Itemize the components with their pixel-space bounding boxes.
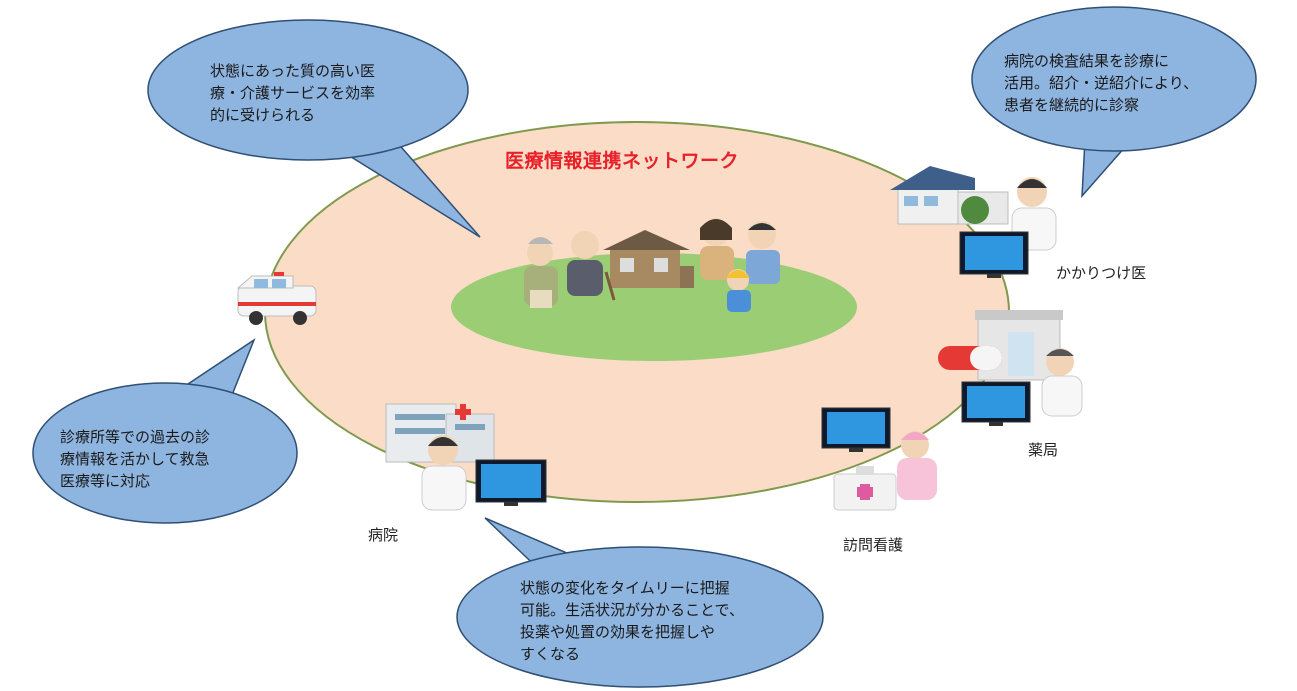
bubble-bottom [456,517,824,688]
network-title: 医療情報連携ネットワーク [505,150,740,172]
pharmacy-monitor-icon [961,381,1031,426]
label-hospital: 病院 [368,526,399,544]
bubble-top-left [147,19,481,238]
bubble-text-bottom: 状態の変化をタイムリーに把握 可能。生活状況が分かることで、 投薬や処置の効果を… [520,579,744,663]
elderly-woman-icon [524,237,558,308]
bubble-text-top-left: 状態にあった質の高い医 療・介護サービスを効率 的に受けられる [210,62,376,124]
label-pharmacy: 薬局 [1028,441,1059,459]
clinic-building-icon [890,166,1009,225]
house-icon [603,230,694,288]
man-icon [746,221,780,284]
nursing-monitor-icon [821,407,891,452]
nurse-icon [897,431,937,500]
hospital-monitor-icon [475,459,547,506]
label-home-nursing: 訪問看護 [843,536,904,554]
child-icon [726,269,751,312]
label-clinic: かかりつけ医 [1056,264,1147,282]
community-illustration [524,218,780,312]
clinic-monitor-icon [959,231,1029,278]
bubble-top-right [971,6,1257,199]
bubble-left [32,338,298,524]
woman-icon [700,218,734,280]
bubble-text-top-right: 病院の検査結果を診療に 活用。紹介・逆紹介により、 患者を継続的に診察 [1004,52,1199,114]
elderly-man-icon [567,231,616,301]
medicine-capsule-icon [938,346,1002,370]
first-aid-kit-icon [833,466,897,511]
ambulance-icon [236,272,317,325]
hospital-doctor-icon [421,435,467,511]
pharmacist-icon [1041,348,1083,417]
bubble-text-left: 診療所等での過去の診 療情報を活かして救急 医療等に対応 [60,428,211,490]
